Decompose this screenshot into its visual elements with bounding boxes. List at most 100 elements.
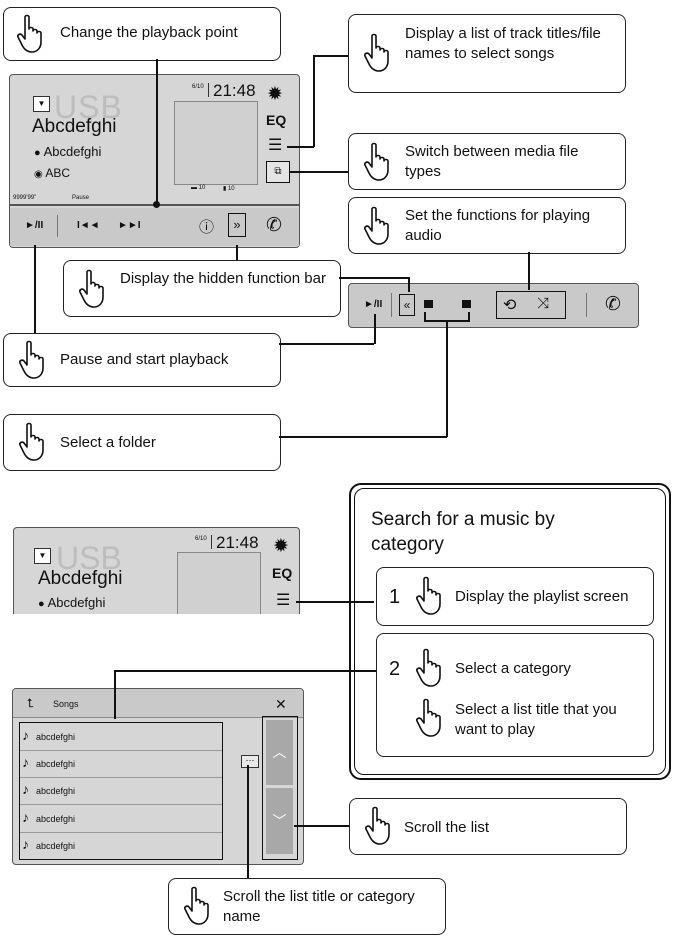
bar-divider bbox=[391, 293, 392, 317]
file-counter: ▮ 10 bbox=[223, 186, 235, 192]
artist-icon: ● bbox=[34, 147, 41, 159]
connector-line bbox=[114, 670, 376, 672]
list-item[interactable]: ♪ abcdefghi bbox=[20, 750, 222, 779]
track-count: 6/10 bbox=[195, 536, 207, 542]
search-category-panel: Search for a music by category 1 Display… bbox=[349, 483, 671, 780]
hidden-function-bar: ►/II « ⟲ ⤨ ✆ bbox=[348, 283, 639, 328]
time-divider bbox=[211, 535, 212, 549]
scroll-down-button[interactable]: ﹀ bbox=[266, 788, 293, 854]
previous-button[interactable]: I◄◄ bbox=[77, 220, 100, 231]
bar-divider bbox=[57, 215, 58, 237]
list-icon[interactable]: ☰ bbox=[276, 592, 291, 609]
scroll-up-button[interactable]: ︿ bbox=[266, 720, 293, 785]
source-dropdown[interactable]: ▼ bbox=[33, 96, 50, 112]
search-category-panel-inner bbox=[354, 488, 666, 775]
player-screen: ▼ USB Abcdefghi ● Abcdefghi ◉ ABC 9999'9… bbox=[9, 74, 300, 248]
clock: 21:48 bbox=[213, 81, 256, 100]
connector-line bbox=[290, 171, 348, 173]
callout-text: Scroll the list title or category name bbox=[223, 888, 415, 925]
callout-text: Select a folder bbox=[60, 434, 156, 451]
hand-icon bbox=[365, 806, 390, 845]
more-options-button[interactable]: ⋯ bbox=[241, 755, 259, 768]
eq-button[interactable]: EQ bbox=[266, 112, 287, 128]
folder-next-icon[interactable] bbox=[462, 300, 471, 308]
callout-scroll-list: Scroll the list bbox=[349, 798, 627, 855]
connector-line bbox=[374, 314, 376, 344]
list-item[interactable]: ♪abcdefghi bbox=[20, 723, 222, 751]
folder-counter: ▬ 10 bbox=[191, 185, 206, 191]
player-screen-partial: ▼ USB Abcdefghi ● Abcdefghi 6/10 21:48 ✹… bbox=[13, 527, 300, 614]
list-header: ⮤ Songs ✕ bbox=[13, 689, 303, 718]
song-title: abcdefghi bbox=[36, 759, 76, 770]
list-item[interactable]: ♪abcdefghi bbox=[20, 832, 222, 859]
step-text: Select a list title that you want to pla… bbox=[455, 701, 617, 738]
time-divider bbox=[208, 83, 209, 97]
repeat-icon[interactable]: ⟲ bbox=[503, 297, 517, 314]
callout-text: Set the functions for playing audio bbox=[405, 207, 591, 244]
connector-line bbox=[279, 436, 447, 438]
gear-icon[interactable]: ✹ bbox=[267, 84, 283, 105]
back-arrow-icon[interactable]: ⮤ bbox=[27, 696, 35, 710]
callout-display-track-list: Display a list of track titles/file name… bbox=[348, 14, 626, 93]
folder-prev-icon[interactable] bbox=[424, 300, 433, 308]
connector-line bbox=[236, 245, 238, 260]
connector-line bbox=[313, 55, 315, 147]
song-rows: ♪abcdefghi♪abcdefghi♪abcdefghi♪abcdefghi… bbox=[19, 722, 223, 860]
artwork-area bbox=[177, 552, 261, 614]
track-title: Abcdefghi bbox=[32, 116, 117, 137]
phone-icon[interactable]: ✆ bbox=[605, 294, 621, 315]
close-icon[interactable]: ✕ bbox=[275, 696, 287, 712]
source-dropdown[interactable]: ▼ bbox=[34, 548, 51, 564]
callout-switch-media: Switch between media file types bbox=[348, 133, 626, 190]
song-title: abcdefghi bbox=[36, 732, 76, 742]
info-icon[interactable]: ⓘ bbox=[199, 219, 215, 236]
artist-row: ● Abcdefghi bbox=[34, 144, 101, 159]
connector-line bbox=[247, 765, 249, 878]
list-item[interactable]: ♪abcdefghi bbox=[20, 805, 222, 833]
connector-line bbox=[408, 277, 410, 292]
callout-text: Display the hidden function bar bbox=[120, 270, 326, 287]
track-count: 6/10 bbox=[192, 84, 204, 90]
song-title: abcdefghi bbox=[36, 840, 76, 851]
phone-icon[interactable]: ✆ bbox=[266, 215, 282, 236]
connector-line bbox=[313, 55, 348, 57]
step-1-box: 1 Display the playlist screen bbox=[376, 567, 654, 626]
callout-text: Switch between media file types bbox=[405, 143, 579, 180]
music-note-icon: ♪ bbox=[22, 754, 29, 771]
callout-pause-start: Pause and start playback bbox=[3, 333, 281, 387]
step-number: 2 bbox=[389, 658, 401, 680]
list-item[interactable]: ♪abcdefghi bbox=[20, 777, 222, 806]
less-functions-button[interactable]: « bbox=[399, 294, 415, 316]
clock: 21:48 bbox=[216, 533, 259, 552]
bar-divider bbox=[586, 293, 587, 317]
callout-text: Pause and start playback bbox=[60, 351, 229, 368]
hand-icon bbox=[364, 142, 389, 181]
callout-text: Scroll the list bbox=[404, 819, 490, 836]
list-icon[interactable]: ☰ bbox=[268, 137, 283, 154]
connector-line bbox=[339, 277, 409, 279]
panel-title: Search for a music by category bbox=[371, 509, 555, 555]
play-pause-button[interactable]: ►/II bbox=[25, 220, 44, 231]
next-button[interactable]: ►►I bbox=[118, 220, 141, 231]
gear-icon[interactable]: ✹ bbox=[273, 536, 289, 557]
hand-icon bbox=[184, 886, 209, 925]
more-functions-button[interactable]: » bbox=[228, 213, 246, 237]
callout-select-folder: Select a folder bbox=[3, 414, 281, 471]
connector-line bbox=[294, 825, 349, 827]
hand-icon bbox=[79, 269, 104, 308]
music-note-icon: ♪ bbox=[22, 781, 29, 798]
media-switch-icon[interactable]: ⧉ bbox=[266, 161, 290, 183]
song-title: abcdefghi bbox=[36, 813, 76, 824]
function-bar: ►/II I◄◄ ►►I ⓘ » ✆ bbox=[10, 208, 299, 246]
callout-scroll-title: Scroll the list title or category name bbox=[168, 878, 446, 935]
callout-text: Change the playback point bbox=[60, 24, 238, 41]
callout-set-functions: Set the functions for playing audio bbox=[348, 197, 626, 254]
play-pause-button[interactable]: ►/II bbox=[364, 299, 383, 310]
hand-icon bbox=[416, 648, 441, 687]
eq-button[interactable]: EQ bbox=[272, 565, 293, 581]
folder-count: 10 bbox=[198, 185, 206, 191]
artist-name: Abcdefghi bbox=[47, 595, 106, 610]
artwork-area[interactable] bbox=[174, 101, 258, 185]
shuffle-icon[interactable]: ⤨ bbox=[537, 295, 550, 312]
